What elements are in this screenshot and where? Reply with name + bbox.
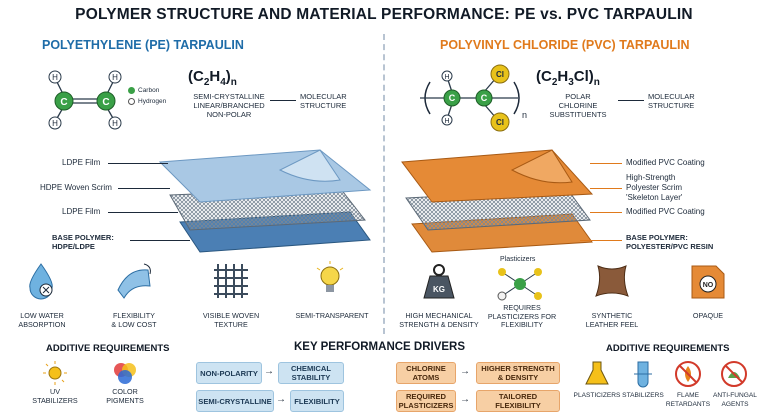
pvc-additives-title: ADDITIVE REQUIREMENTS	[606, 343, 730, 354]
pvc-formula: (C2H3Cl)n	[536, 68, 600, 88]
ethylene-molecule: C C H H H H	[48, 70, 122, 130]
color-pigments-icon	[114, 363, 136, 384]
svg-text:H: H	[52, 73, 58, 82]
pe-property-flexibility: FLEXIBILITY& LOW COST	[111, 311, 157, 329]
pe-base-polymer: BASE POLYMER:HDPE/LDPE	[52, 233, 114, 251]
pe-additives-title: ADDITIVE REQUIREMENTS	[46, 343, 170, 354]
chlorine-atom: Cl	[490, 112, 510, 132]
plasticizer-molecule-icon	[497, 268, 542, 301]
test-tube-icon	[634, 361, 652, 388]
svg-text:H: H	[52, 119, 58, 128]
carbon-atom: C	[96, 91, 116, 111]
arrow-right-icon: →	[460, 394, 470, 405]
arrow-right-icon: →	[264, 366, 274, 377]
pvc-layer-label: Modified PVC Coating	[626, 207, 705, 216]
leather-hide-icon	[595, 265, 629, 297]
flame-prohibited-icon	[675, 361, 701, 387]
chlorine-atom: Cl	[490, 64, 510, 84]
pvc-additive-plasticizers: PLASTICIZERS	[573, 392, 621, 399]
drivers-title: KEY PERFORMANCE DRIVERS	[294, 341, 466, 353]
page-title: POLYMER STRUCTURE AND MATERIAL PERFORMAN…	[75, 6, 693, 23]
pvc-header: POLYVINYL CHLORIDE (PVC) TARPAULIN	[440, 38, 690, 52]
pvc-driver-effect: HIGHER STRENGTH& DENSITY	[476, 362, 560, 384]
pvc-molecular-arrow	[618, 100, 644, 101]
svg-text:C: C	[449, 93, 456, 103]
svg-text:H: H	[444, 74, 449, 81]
svg-text:C: C	[481, 93, 488, 103]
svg-text:C: C	[60, 97, 67, 108]
light-bulb-icon	[316, 261, 344, 292]
svg-text:H: H	[112, 119, 118, 128]
fungus-prohibited-icon	[721, 361, 747, 387]
pe-property-transparent: SEMI-TRANSPARENT	[295, 311, 369, 320]
pe-molecular-arrow	[270, 100, 296, 101]
pe-driver-cause: NON-POLARITY	[196, 362, 262, 384]
flexible-sheet-icon	[117, 263, 151, 299]
woven-texture-icon	[214, 264, 248, 298]
arrow-right-icon: →	[460, 366, 470, 377]
pe-layer-label: LDPE Film	[62, 158, 101, 167]
carbon-atom: C	[475, 89, 493, 107]
weight-icon: KG	[423, 264, 455, 299]
pvc-layer-label: Modified PVC Coating	[626, 158, 705, 167]
pe-driver-effect: FLEXIBILITY	[290, 390, 344, 412]
carbon-atom: C	[443, 89, 461, 107]
svg-text:H: H	[444, 118, 449, 125]
pe-formula: (C2H4)n	[188, 68, 237, 88]
sun-icon	[43, 361, 67, 385]
carbon-atom: C	[54, 91, 74, 111]
pe-layers-illustration	[158, 149, 372, 253]
pe-header: POLYETHYLENE (PE) TARPAULIN	[42, 38, 244, 52]
pe-layer-label: LDPE Film	[62, 207, 101, 216]
pvc-base-polymer: BASE POLYMER:POLYESTER/PVC RESIN	[626, 233, 714, 251]
svg-text:NO: NO	[703, 282, 714, 289]
pe-driver-cause: SEMI-CRYSTALLINE	[196, 390, 274, 412]
legend-carbon: Carbon	[128, 87, 159, 94]
pvc-layers-illustration	[401, 149, 594, 253]
svg-text:Cl: Cl	[496, 118, 504, 127]
svg-text:KG: KG	[433, 285, 445, 294]
plasticizers-label: Plasticizers	[500, 256, 536, 263]
arrow-right-icon: →	[276, 394, 286, 405]
pvc-property-opaque: OPAQUE	[692, 311, 724, 320]
svg-text:H: H	[112, 73, 118, 82]
vinyl-chloride-molecule: C C H H Cl Cl n	[420, 64, 527, 132]
svg-text:Cl: Cl	[496, 70, 504, 79]
pe-layer-label: HDPE Woven Scrim	[40, 183, 112, 192]
pvc-additive-stabilizers: STABILIZERS	[622, 392, 664, 399]
water-drop-icon	[29, 263, 53, 300]
svg-text:C: C	[102, 97, 109, 108]
center-divider	[383, 34, 385, 334]
svg-text:n: n	[522, 110, 527, 120]
flask-icon	[585, 361, 609, 385]
opaque-icon: NO	[691, 265, 725, 299]
legend-hydrogen: Hydrogen	[128, 98, 166, 105]
